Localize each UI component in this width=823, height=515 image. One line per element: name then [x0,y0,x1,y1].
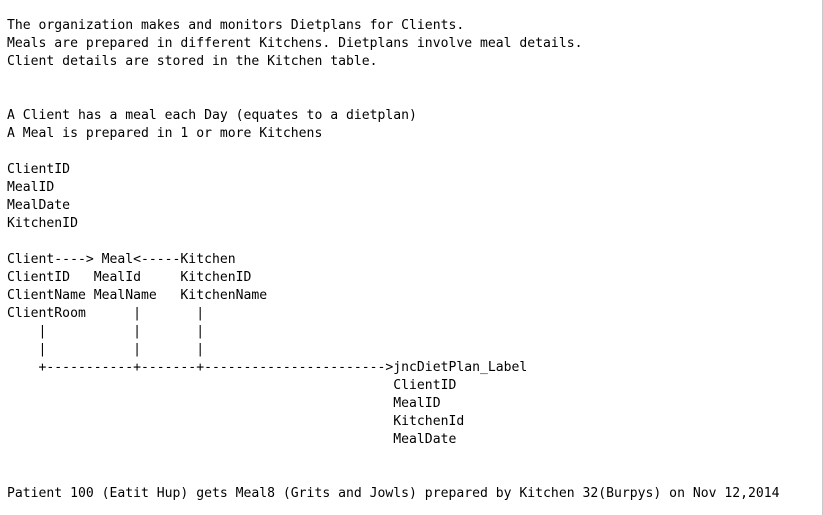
doc-line-28: Patient 100 (Eatit Hup) gets Meal8 (Grit… [7,486,780,501]
doc-line-14: Client----> Meal<-----Kitchen [7,252,236,267]
doc-line-11: MealDate [7,198,71,213]
doc-line-22: MealID [7,396,441,411]
doc-line-1: The organization makes and monitors Diet… [7,18,465,33]
doc-line-7: A Meal is prepared in 1 or more Kitchens [7,126,323,141]
doc-line-19: | | | [7,342,205,357]
doc-line-16: ClientName MealName KitchenName [7,288,268,303]
doc-line-6: A Client has a meal each Day (equates to… [7,108,417,123]
doc-line-21: ClientID [7,378,457,393]
doc-line-20: +-----------+-------+-------------------… [7,360,528,375]
doc-line-9: ClientID [7,162,71,177]
doc-line-24: MealDate [7,432,457,447]
doc-line-18: | | | [7,324,205,339]
doc-line-2: Meals are prepared in different Kitchens… [7,36,583,51]
doc-line-3: Client details are stored in the Kitchen… [7,54,378,69]
doc-line-12: KitchenID [7,216,78,231]
doc-line-10: MealID [7,180,55,195]
doc-line-23: KitchenId [7,414,465,429]
doc-line-15: ClientID MealId KitchenID [7,270,252,285]
doc-line-17: ClientRoom | | [7,306,205,321]
